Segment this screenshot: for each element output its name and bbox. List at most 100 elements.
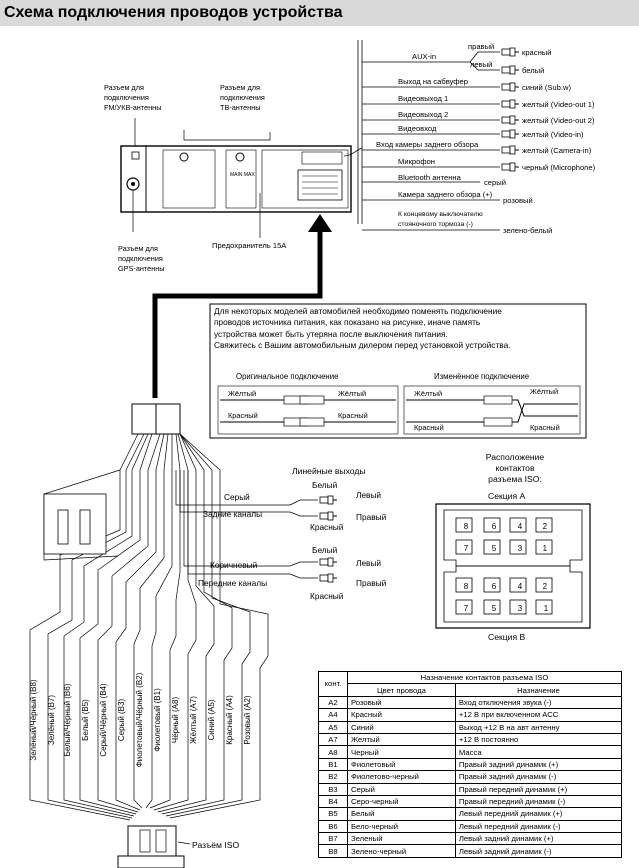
pin-cell: A2 [318, 695, 348, 710]
col-purpose-header: Назначение [454, 683, 623, 697]
wire-color-cell: Красный [347, 708, 456, 722]
pin-cell: B2 [318, 770, 348, 784]
power-note: Для некоторых моделей автомобилей необхо… [214, 306, 582, 352]
svg-text:Зелёный/Чёрный (B8): Зелёный/Чёрный (B8) [29, 679, 38, 761]
purpose-cell: Правый задний динамик (-) [454, 770, 623, 784]
wire-color-cell: Фиолетовый [347, 757, 456, 772]
svg-text:Белый (B5): Белый (B5) [81, 699, 90, 741]
pin-cell: A8 [318, 745, 348, 759]
purpose-cell: Левый передний динамик (+) [454, 807, 623, 821]
svg-text:Изменённое подключение: Изменённое подключение [434, 372, 529, 381]
svg-text:Зелёный (B7): Зелёный (B7) [47, 695, 56, 745]
iso-pin-table: конт. Назначение контактов разъема ISO Ц… [318, 670, 623, 858]
purpose-cell: Левый передний динамик (-) [454, 819, 623, 834]
pin-cell: B5 [318, 807, 348, 821]
wire-color-cell: Серый [347, 782, 456, 796]
pin-cell: B6 [318, 819, 348, 834]
pin-cell: B1 [318, 757, 348, 772]
wire-color-cell: Зелено-черный [347, 844, 456, 858]
line-outputs: Линейные выходы Серый Задние каналы Белы… [198, 466, 389, 601]
wire-color-cell: Бело-черный [347, 819, 456, 834]
svg-text:Розовый (A2): Розовый (A2) [243, 695, 252, 745]
pin-cell: A7 [318, 732, 348, 747]
wire-color-cell: Черный [347, 745, 456, 759]
output-wires [343, 40, 500, 231]
svg-text:Жёлтый (A7): Жёлтый (A7) [189, 696, 198, 744]
output-labels: AUX-in правый левый Выход на сабвуфер Ви… [376, 42, 496, 199]
wire-color-cell: Розовый [347, 695, 456, 710]
svg-text:Синий (A5): Синий (A5) [207, 699, 216, 740]
wire-color-cell: Зеленый [347, 832, 456, 846]
rca-plugs [501, 47, 520, 172]
purpose-cell: Вход отключения звука (-) [454, 695, 623, 710]
note-line: проводов источника питания, как показано… [214, 317, 481, 328]
svg-text:Секция В: Секция В [488, 632, 526, 642]
wire-color-cell: Серо-черный [347, 794, 456, 809]
table-title: Назначение контактов разъема ISO [347, 670, 622, 685]
main-mark: MAIN MAX [230, 172, 255, 178]
svg-text:Секция А: Секция А [488, 491, 526, 501]
wire-color-cell: Фиолетово-черный [347, 770, 456, 784]
svg-text:Красный (A4): Красный (A4) [225, 695, 234, 745]
iso-connector-label: Разъём ISO [192, 840, 239, 850]
page-title: Схема подключения проводов устройства [0, 0, 639, 26]
harness-wire-labels: Зелёный/Чёрный (B8) Зелёный (B7) Белый/Ч… [29, 672, 252, 767]
pin-cell: A4 [318, 708, 348, 722]
pin-cell: B8 [318, 844, 348, 858]
purpose-cell: Правый передний динамик (+) [454, 782, 623, 796]
svg-text:Линейные выходы: Линейные выходы [292, 466, 366, 476]
pin-cell: B4 [318, 794, 348, 809]
output-colors: красный белый синий (Sub.w) желтый (Vide… [484, 48, 597, 235]
svg-text:Серый/Чёрный (B4): Серый/Чёрный (B4) [99, 683, 108, 757]
col-pin-header: конт. [318, 671, 348, 697]
wire-color-cell: Синий [347, 720, 456, 734]
purpose-cell: Левый задний динамик (+) [454, 832, 623, 846]
purpose-cell: Левый задний динамик (-) [454, 844, 623, 858]
purpose-cell: +12 В постоянно [454, 732, 623, 747]
note-line: Для некоторых моделей автомобилей необхо… [214, 306, 502, 316]
purpose-cell: Масса [454, 745, 623, 759]
svg-text:Серый Задние каналы: Серый Задние каналы Белый Красный Левый … [198, 480, 389, 601]
svg-text:Чёрный (A8): Чёрный (A8) [171, 697, 180, 744]
pin-cell: B7 [318, 832, 348, 846]
note-line: Свяжитесь с Вашим автомобильным дилером … [214, 340, 511, 351]
col-color-header: Цвет провода [347, 683, 456, 697]
pin-cell: A5 [318, 720, 348, 734]
iso-plug: Разъём ISO [117, 825, 239, 868]
svg-text:Серый (B3): Серый (B3) [117, 699, 126, 742]
pin-cell: B3 [318, 782, 348, 796]
svg-text:Фиолетовый (B1): Фиолетовый (B1) [153, 688, 162, 752]
head-unit: MAIN MAX [120, 145, 352, 213]
wire-harness [29, 403, 290, 821]
purpose-cell: Правый передний динамик (-) [454, 794, 623, 809]
purpose-cell: +12 В при включенном АСС [454, 708, 623, 722]
fm-connector [131, 151, 140, 160]
svg-text:Фиолетовый/Чёрный (B2): Фиолетовый/Чёрный (B2) [135, 672, 144, 767]
purpose-cell: Выход +12 В на авт антенну [454, 720, 623, 734]
svg-text:Оригинальное подключение: Оригинальное подключение [236, 372, 338, 381]
wire-color-cell: Белый [347, 807, 456, 821]
